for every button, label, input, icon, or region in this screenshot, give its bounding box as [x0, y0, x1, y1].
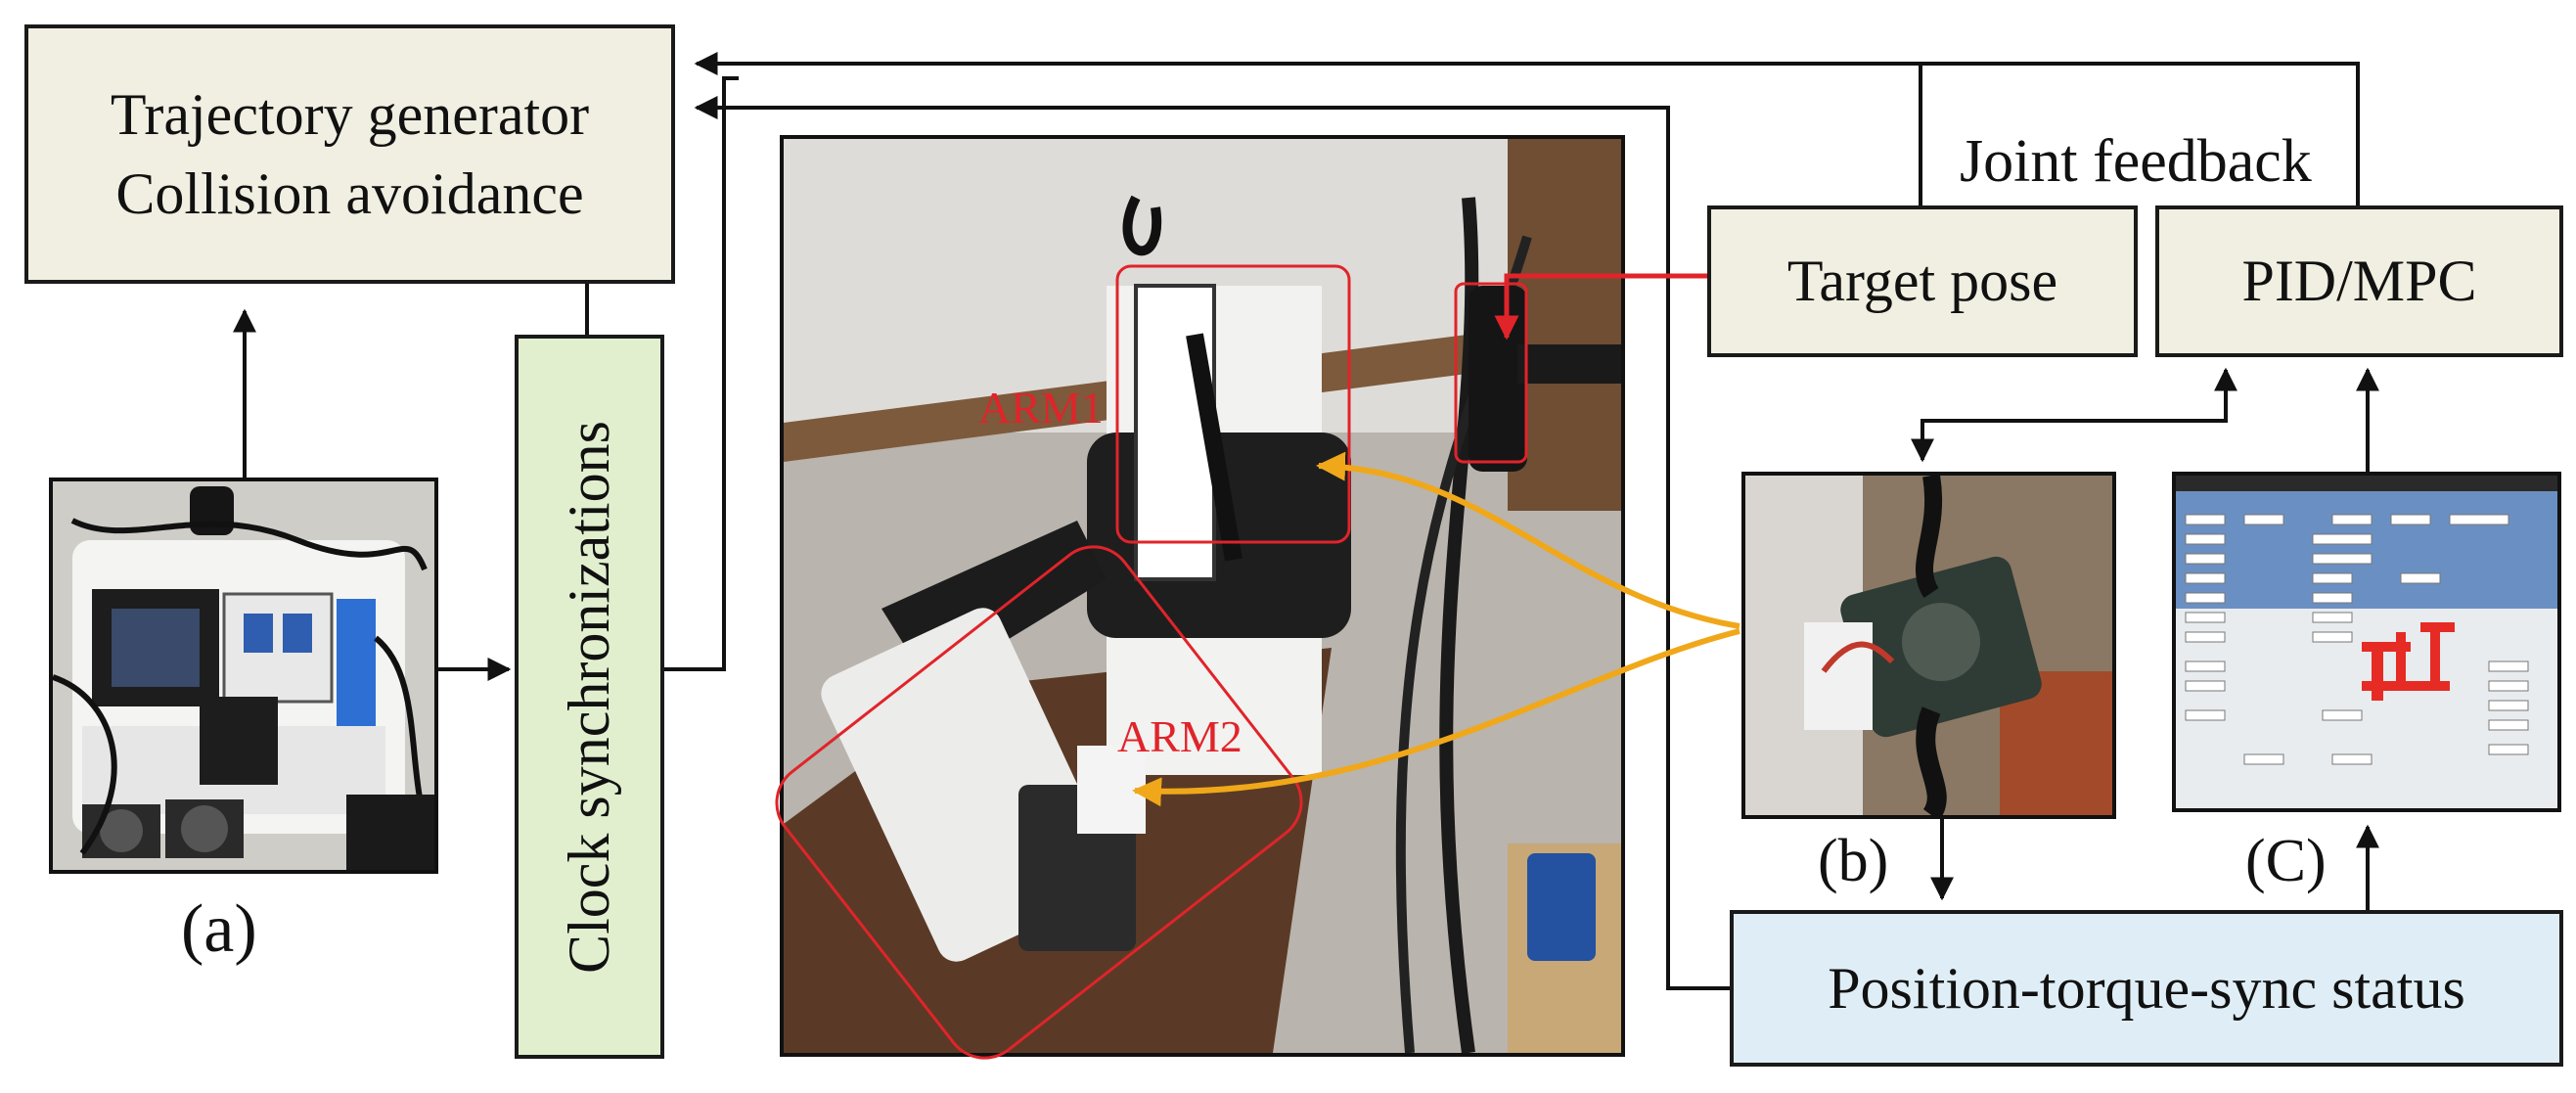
controller-board-photo: [49, 478, 438, 874]
arrow-target-to-trajectory: [694, 52, 1922, 205]
line-pid-to-top: [1921, 62, 2360, 205]
arm2-highlight: [775, 545, 1303, 1060]
control-ui-screenshot: [2172, 472, 2561, 812]
target-pose-box: Target pose: [1707, 205, 2138, 357]
arm1-label: ARM1: [978, 383, 1104, 433]
panel-b-label: (b): [1818, 828, 1889, 894]
robot-arms-photo: [780, 135, 1625, 1057]
pid-mpc-box: PID/MPC: [2155, 205, 2563, 357]
joint-feedback-label: Joint feedback: [1960, 128, 2312, 195]
trajectory-generator-box: Trajectory generator Collision avoidance: [24, 24, 675, 284]
status-box: Position-torque-sync status: [1730, 910, 2563, 1067]
panel-a-label: (a): [181, 891, 257, 967]
camera-highlight: [1454, 282, 1528, 464]
pid-mpc-label: PID/MPC: [2241, 249, 2477, 313]
arrow-status-to-trajectory: [694, 96, 1730, 990]
arm2-label: ARM2: [1117, 711, 1243, 761]
clock-sync-box: Clock synchronizations: [515, 335, 664, 1059]
panel-c-label: (C): [2245, 828, 2327, 894]
trajectory-generator-label: Trajectory generator: [110, 81, 590, 147]
arrow-sensor-pid-link: [1911, 367, 2237, 463]
robot-arms-illustration: [784, 139, 1621, 1053]
collision-avoidance-label: Collision avoidance: [115, 160, 584, 226]
arrow-sensor-to-arm1: [1316, 451, 1740, 629]
arrow-target-to-camera: [1494, 273, 1707, 341]
sensor-closeup-photo: [1741, 472, 2116, 819]
arrow-sensor-to-arm2: [1132, 628, 1740, 807]
arrow-clock-to-trajectory: [664, 76, 739, 671]
control-ui-illustration: [2176, 476, 2557, 808]
controller-board-illustration: [53, 481, 434, 870]
sensor-closeup-illustration: [1745, 476, 2112, 815]
target-pose-label: Target pose: [1786, 249, 2058, 313]
arm1-highlight: [1115, 264, 1351, 544]
status-label: Position-torque-sync status: [1828, 955, 2465, 1021]
